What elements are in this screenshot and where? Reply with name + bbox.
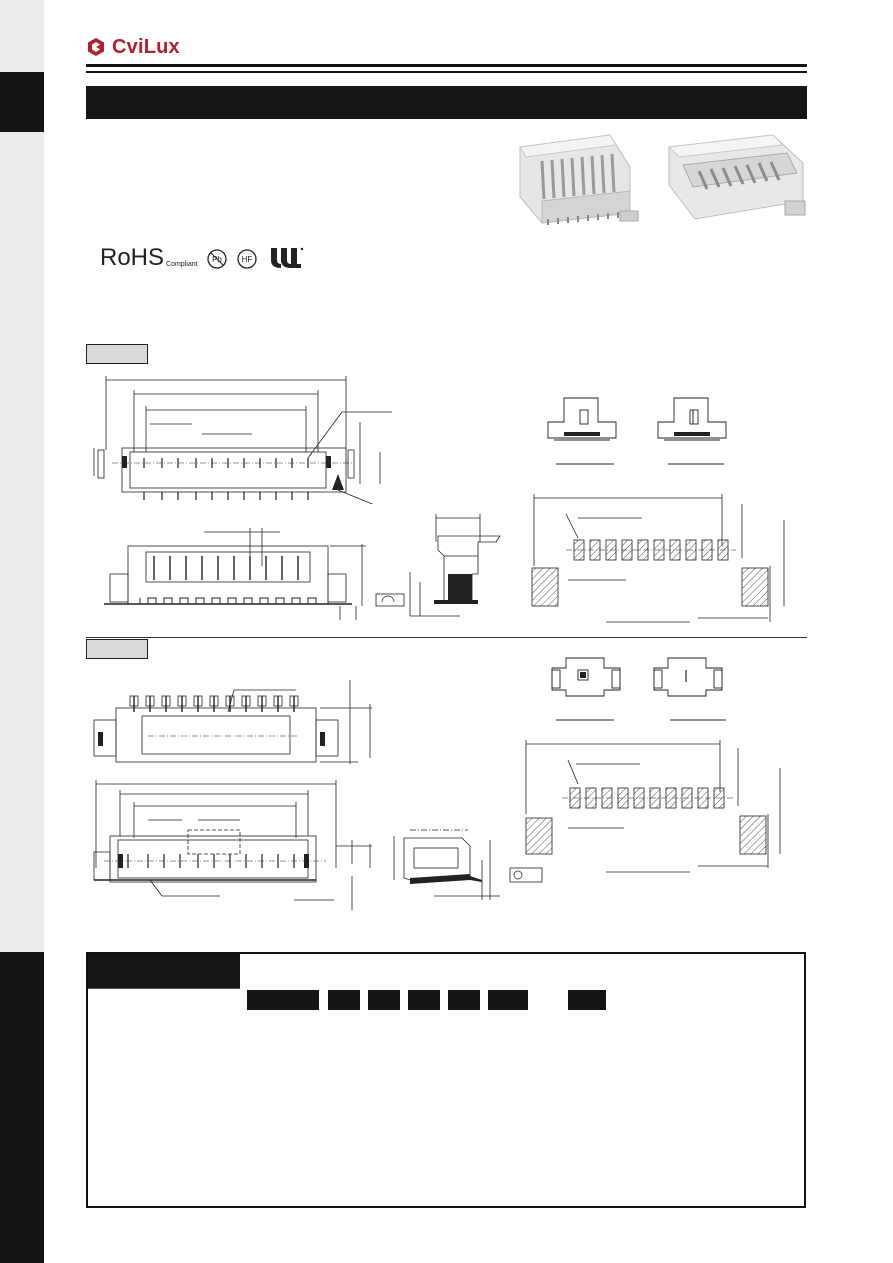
part-number-segment-4 [408, 990, 440, 1010]
cvilux-logo-icon [88, 38, 104, 56]
section-label-right-angle [86, 639, 148, 659]
rohs-label: RoHS [100, 244, 165, 271]
halogen-free-icon: HF [236, 249, 257, 269]
side-index-tab-bottom [0, 952, 44, 1263]
brand-logo: CviLux [86, 36, 180, 58]
part-number-segment-7 [568, 990, 606, 1010]
svg-text:HF: HF [241, 255, 252, 264]
section-divider [86, 637, 807, 638]
part-number-segment-2 [328, 990, 360, 1010]
side-index-tab [0, 72, 44, 132]
part-number-segment-series [247, 990, 319, 1010]
drawing-pcb-layout-vertical [531, 494, 785, 623]
product-photo-vertical [519, 134, 639, 225]
ordering-info-tab-rule [88, 988, 240, 989]
drawing-side-view-right-angle [393, 829, 543, 900]
drawing-top-view-vertical [93, 376, 392, 504]
certification-row: RoHS Compliant Pb HF [100, 246, 304, 270]
product-photo-right-angle [667, 134, 806, 220]
ordering-info-box [86, 952, 806, 1208]
ordering-info-tab [88, 954, 240, 988]
part-number-segment-6 [488, 990, 528, 1010]
drawing-top-view-right-angle [93, 680, 372, 764]
title-bar [86, 86, 807, 119]
drawing-bottom-view-right-angle [93, 780, 372, 910]
drawing-end-views-vertical [547, 397, 727, 465]
pb-free-icon: Pb [206, 249, 227, 269]
drawing-front-view-vertical [104, 528, 366, 620]
rohs-compliant-label: Compliant [166, 261, 198, 268]
drawing-side-view-vertical [375, 514, 501, 617]
section-label-vertical [86, 344, 148, 364]
ul-recognized-icon [270, 247, 303, 268]
header-rule [86, 64, 807, 67]
header-rule-thin [86, 71, 807, 73]
part-number-segment-3 [368, 990, 400, 1010]
drawing-end-views-right-angle [551, 657, 726, 721]
drawing-pcb-layout-right-angle [525, 740, 781, 873]
part-number-segment-5 [448, 990, 480, 1010]
logo-text: CviLux [112, 35, 180, 58]
